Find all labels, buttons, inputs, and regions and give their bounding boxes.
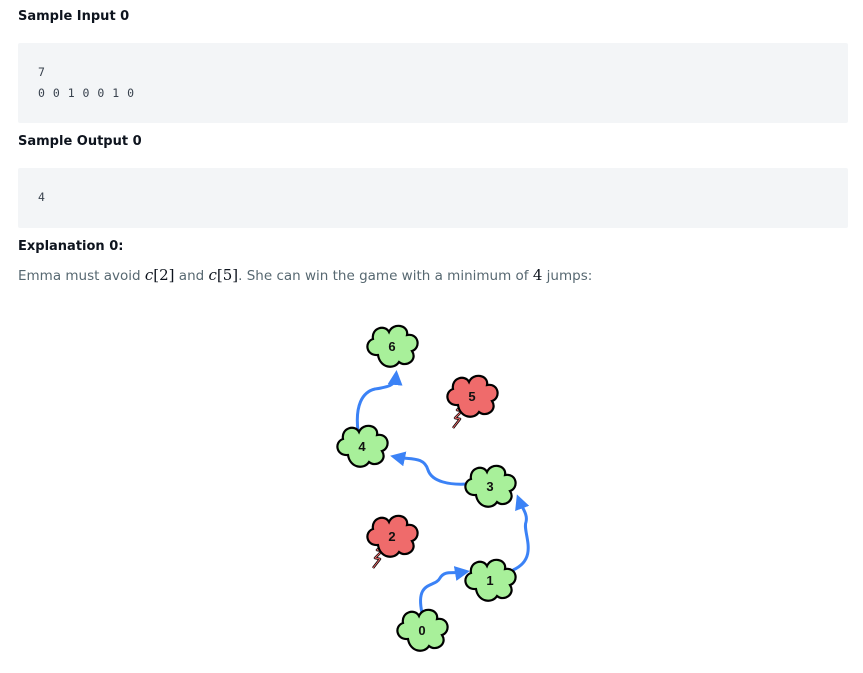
math-c-2: c[2]	[145, 266, 175, 284]
explanation-text-part-2: and	[174, 268, 209, 284]
cloud-4: 4	[336, 424, 389, 468]
explanation-text-part-3: . She can win the game with a minimum of	[238, 268, 533, 284]
explanation-heading: Explanation 0:	[18, 239, 124, 254]
cloud-0: 0	[396, 608, 449, 652]
math-c-2-index: [2]	[153, 266, 175, 284]
cloud-shape-1	[464, 558, 517, 602]
math-jump-count: 4	[532, 266, 543, 284]
cloud-label-4: 4	[358, 439, 366, 454]
math-c-5-index: [5]	[216, 266, 239, 284]
cloud-3: 3	[464, 464, 517, 508]
cloud-shape-3	[464, 464, 517, 508]
cloud-1: 1	[464, 558, 517, 602]
sample-output-line-1: 4	[38, 190, 46, 204]
cloud-shape-2	[366, 514, 419, 558]
jump-arrow-4-to-6	[355, 370, 403, 432]
cloud-label-5: 5	[468, 389, 475, 404]
cloud-shape-4	[336, 424, 389, 468]
explanation-text-part-4: jumps:	[542, 268, 593, 284]
cloud-6: 6	[366, 324, 419, 368]
cloud-shape-5	[446, 374, 499, 418]
clouds-layer: 0 1 2 3 4 5 6	[336, 324, 517, 652]
cloud-label-1: 1	[486, 573, 493, 588]
cloud-5: 5	[446, 374, 499, 429]
sample-input-block: 7 0 0 1 0 0 1 0	[18, 43, 848, 123]
jump-arrow-3-to-4	[390, 451, 468, 486]
sample-output-heading: Sample Output 0	[18, 134, 142, 149]
cloud-label-3: 3	[486, 479, 493, 494]
sample-output-block: 4	[18, 168, 848, 228]
cloud-label-6: 6	[388, 339, 395, 354]
sample-input-line-1: 7	[38, 65, 46, 79]
jump-arrow-0-to-1	[419, 566, 470, 614]
jump-arrows	[355, 370, 530, 614]
cloud-2: 2	[366, 514, 419, 569]
cloud-label-0: 0	[418, 623, 425, 638]
jump-arrow-1-to-3	[512, 494, 530, 572]
sample-input-line-2: 0 0 1 0 0 1 0	[38, 86, 135, 100]
cloud-jump-diagram: 0 1 2 3 4 5 6	[336, 324, 530, 652]
math-c-2-var: c	[144, 266, 154, 284]
cloud-shape-6	[366, 324, 419, 368]
cloud-shape-0	[396, 608, 449, 652]
math-c-5-var: c	[208, 266, 217, 284]
sample-input-heading: Sample Input 0	[18, 9, 130, 24]
math-c-5: c[5]	[209, 266, 239, 284]
explanation-text: Emma must avoid c[2] and c[5]. She can w…	[18, 266, 592, 284]
cloud-label-2: 2	[388, 529, 395, 544]
explanation-text-part-1: Emma must avoid	[18, 268, 145, 284]
